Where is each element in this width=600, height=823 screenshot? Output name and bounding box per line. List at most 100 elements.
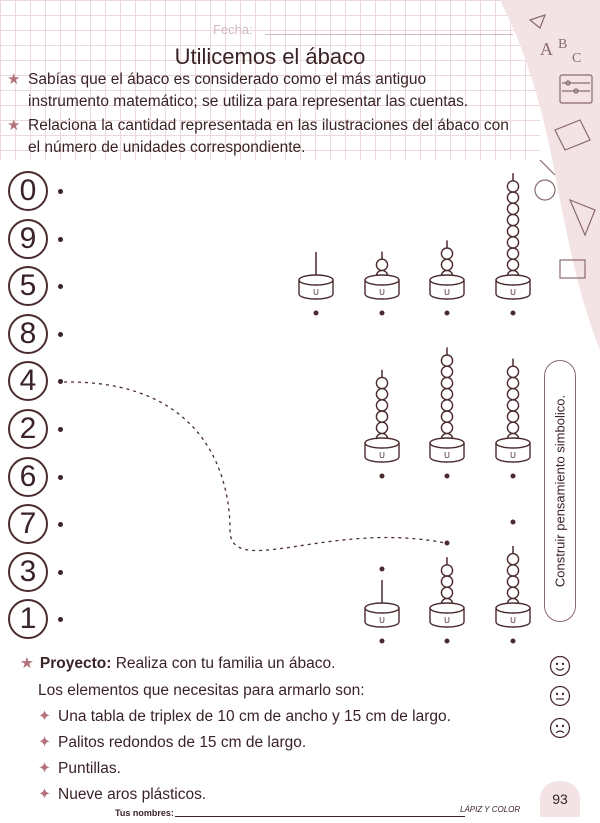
abacus-base-top bbox=[429, 274, 465, 286]
number-match-dot[interactable] bbox=[58, 379, 63, 385]
happy-face-icon[interactable] bbox=[549, 655, 571, 677]
date-line bbox=[265, 34, 513, 35]
abacus-bead bbox=[506, 180, 520, 193]
project-label: Proyecto: bbox=[39, 655, 112, 672]
material-item: ✦Nueve aros plásticos. bbox=[38, 786, 207, 803]
sparkle-icon: ✦ bbox=[38, 734, 51, 751]
abacus-match-dot bbox=[313, 310, 319, 316]
abacus-base-top bbox=[364, 437, 400, 449]
abacus-base-top bbox=[364, 602, 400, 614]
unit-label: U bbox=[313, 288, 319, 297]
abacus-match-dot bbox=[444, 310, 450, 316]
abacus-bead bbox=[506, 191, 520, 204]
project-subtitle: Los elementos que necesitas para armarlo… bbox=[38, 682, 365, 699]
abacus-bead bbox=[375, 421, 389, 435]
number-circle-7[interactable]: 7 bbox=[8, 504, 48, 545]
unit-label: U bbox=[510, 616, 516, 625]
abacus-bead bbox=[506, 399, 520, 412]
svg-text:C: C bbox=[572, 51, 581, 66]
svg-text:B: B bbox=[558, 37, 567, 52]
abacus-bead bbox=[506, 387, 520, 401]
abacus-match-dot bbox=[379, 473, 385, 479]
page-title: Utilicemos el ábaco bbox=[174, 44, 366, 69]
abacus-bead bbox=[506, 365, 520, 379]
number-match-dot[interactable] bbox=[58, 569, 63, 575]
abacus-bead bbox=[506, 258, 520, 272]
number-circle-2[interactable]: 2 bbox=[8, 409, 48, 449]
abacus-bead bbox=[440, 399, 454, 412]
abacus-bead bbox=[440, 410, 454, 423]
match-connector-line bbox=[63, 381, 446, 552]
number-circle-0[interactable]: 0 bbox=[8, 171, 48, 211]
material-item: ✦Una tabla de triplex de 10 cm de ancho … bbox=[38, 708, 451, 725]
abacus-bead bbox=[440, 247, 454, 260]
abacus-base-top bbox=[298, 274, 334, 286]
star-icon: ★ bbox=[7, 117, 21, 134]
abacus-bead bbox=[440, 365, 454, 379]
unit-label: U bbox=[379, 288, 385, 297]
number-circle-3[interactable]: 3 bbox=[8, 551, 48, 592]
abacus-match-dot bbox=[510, 310, 516, 316]
number-match-dot[interactable] bbox=[58, 522, 63, 528]
names-field[interactable]: Tus nombres: bbox=[115, 808, 465, 818]
names-label: Tus nombres: bbox=[115, 808, 174, 818]
unit-label: U bbox=[444, 451, 450, 460]
unit-label: U bbox=[510, 451, 516, 460]
star-icon: ★ bbox=[20, 655, 34, 672]
abacus-base-top bbox=[429, 602, 465, 614]
instruction-1: ★ Sabías que el ábaco es considerado com… bbox=[7, 71, 469, 110]
date-field[interactable]: Fecha: bbox=[213, 22, 513, 38]
number-match-dot[interactable] bbox=[58, 617, 63, 623]
unit-label: U bbox=[379, 616, 385, 625]
number-match-dot[interactable] bbox=[58, 474, 63, 480]
number-match-dot[interactable] bbox=[58, 189, 63, 194]
abacus-bead bbox=[375, 399, 389, 412]
number-circle-8[interactable]: 8 bbox=[8, 313, 48, 354]
instruction-2: ★ Relaciona la cantidad representada en … bbox=[7, 117, 509, 156]
abacus-bead bbox=[440, 258, 454, 272]
number-circle-6[interactable]: 6 bbox=[8, 456, 48, 497]
unit-label: U bbox=[444, 288, 450, 297]
abacus-match-dot bbox=[444, 473, 450, 479]
number-match-dot[interactable] bbox=[58, 427, 63, 432]
abacus-bead bbox=[506, 202, 520, 216]
abacus-bead bbox=[506, 247, 520, 260]
material-item: ✦Palitos redondos de 15 cm de largo. bbox=[38, 734, 307, 751]
project-text: Realiza con tu familia un ábaco. bbox=[115, 655, 336, 672]
number-match-dot[interactable] bbox=[58, 331, 63, 337]
abacus-base-top bbox=[495, 437, 531, 449]
abacus-bead bbox=[440, 421, 454, 435]
abacus-bead bbox=[506, 236, 520, 249]
sad-face-icon[interactable] bbox=[549, 717, 571, 739]
neutral-face-icon[interactable] bbox=[549, 685, 571, 707]
project-heading: ★ Proyecto: Realiza con tu familia un ába… bbox=[20, 654, 335, 673]
number-circle-4[interactable]: 4 bbox=[8, 361, 48, 402]
abacus-bead bbox=[375, 376, 389, 390]
publisher-logo: LÁPIZ Y COLOR bbox=[460, 805, 521, 814]
competency-label: Construir pensamiento simbolico. bbox=[544, 360, 576, 622]
grid-background bbox=[0, 0, 540, 160]
abacus-base-top bbox=[495, 602, 531, 614]
abacus-base-top bbox=[495, 274, 531, 286]
abacus-bead bbox=[506, 586, 520, 600]
sparkle-icon: ✦ bbox=[38, 786, 51, 803]
abacus-match-dot bbox=[444, 638, 450, 644]
number-circle-9[interactable]: 9 bbox=[8, 218, 48, 259]
number-match-dot[interactable] bbox=[58, 236, 63, 242]
number-circle-5[interactable]: 5 bbox=[8, 266, 48, 307]
abacus-bead bbox=[440, 564, 454, 577]
page-number: 93 bbox=[540, 781, 580, 817]
abacus-match-dot bbox=[510, 473, 516, 479]
abacus-bead bbox=[506, 575, 520, 588]
abacus-match-dot bbox=[379, 310, 385, 316]
abacus-bead bbox=[440, 586, 454, 600]
abacus-bead bbox=[375, 410, 389, 423]
abacus-bead bbox=[506, 410, 520, 423]
abacus-bead bbox=[440, 354, 454, 367]
names-line bbox=[175, 816, 465, 817]
abacus-bead bbox=[375, 258, 389, 272]
number-match-dot[interactable] bbox=[58, 284, 63, 290]
abacus-top-dot bbox=[510, 519, 516, 525]
school-doodle-decoration: A B C bbox=[500, 0, 600, 350]
number-circle-1[interactable]: 1 bbox=[8, 599, 48, 640]
